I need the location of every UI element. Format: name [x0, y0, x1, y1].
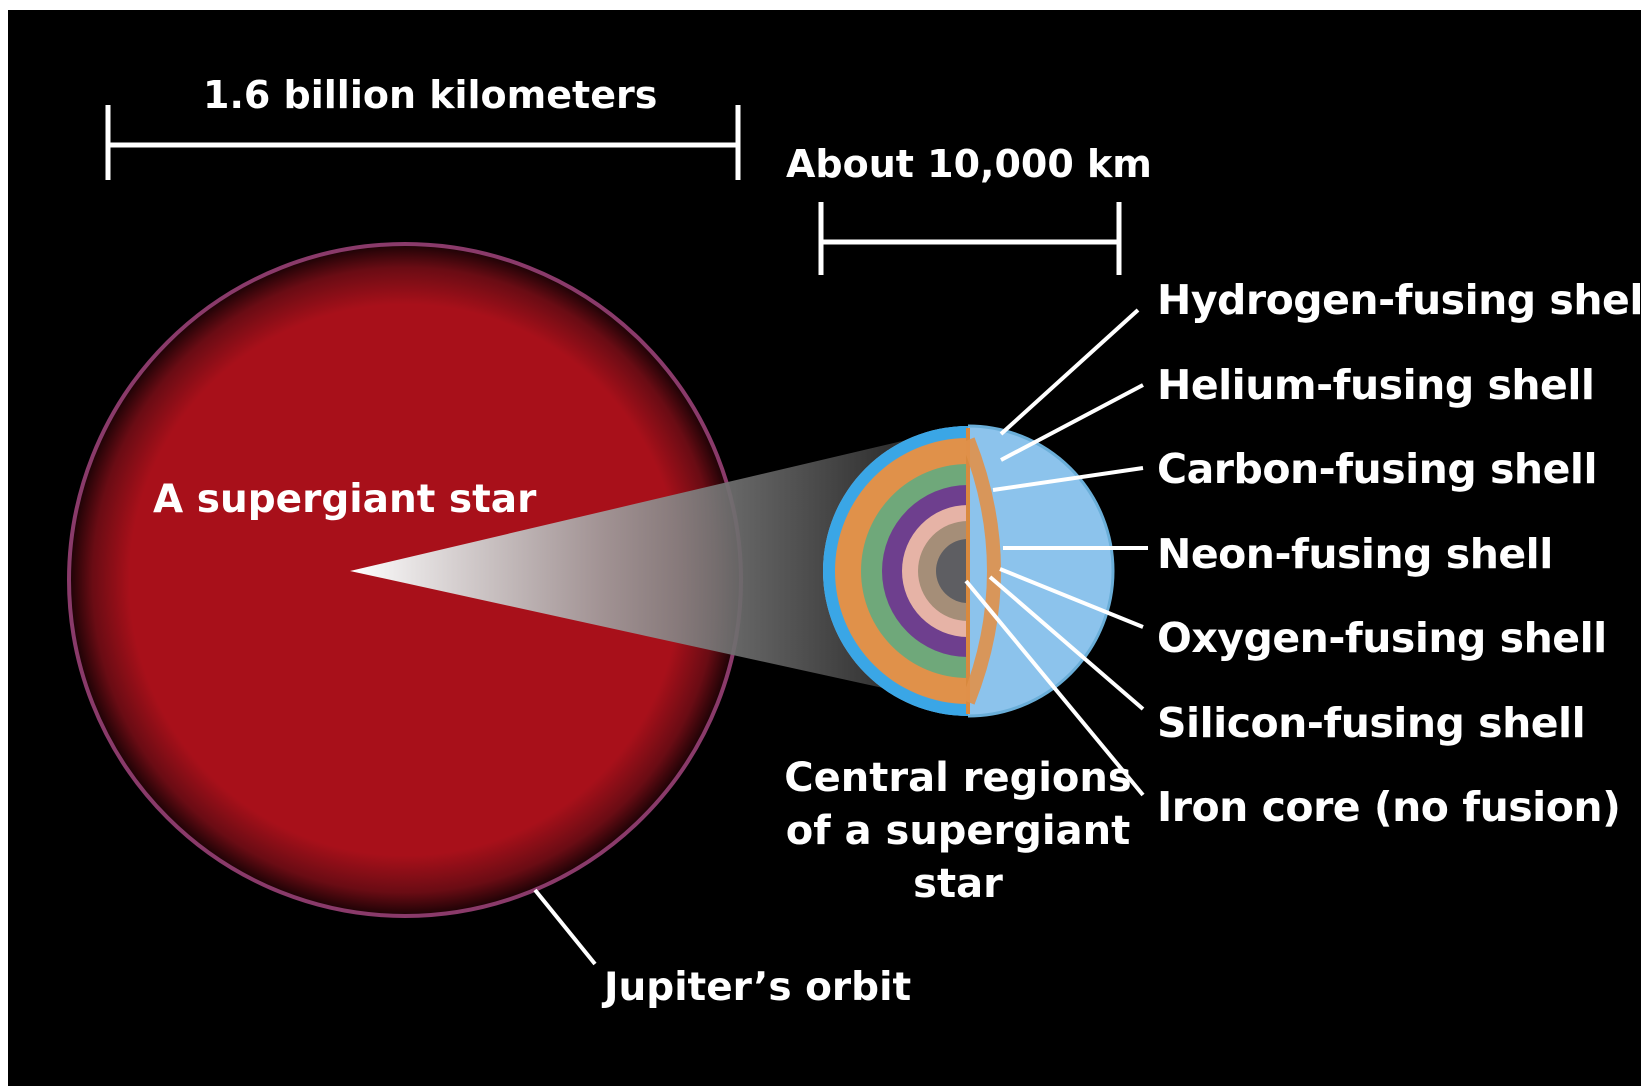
helium-label: Helium-fusing shell: [1157, 361, 1595, 409]
silicon-label: Silicon-fusing shell: [1157, 699, 1586, 747]
core-caption: Central regions of a supergiant star: [784, 755, 1132, 907]
zoom-cone: [350, 438, 915, 695]
leader-carbon: [992, 466, 1144, 492]
leader-jupiter-orbit: [533, 888, 597, 966]
large-scale-label: 1.6 billion kilometers: [203, 73, 658, 117]
leader-lines: [533, 308, 1148, 966]
carbon-label: Carbon-fusing shell: [1157, 445, 1598, 493]
oxygen-label: Oxygen-fusing shell: [1157, 614, 1607, 662]
supergiant-label: A supergiant star: [153, 477, 537, 522]
jupiter-orbit-label: Jupiter’s orbit: [604, 965, 912, 1010]
leader-iron: [964, 579, 1145, 797]
cut-face-bands: [961, 437, 1001, 705]
hydrogen-label: Hydrogen-fusing shell: [1157, 276, 1641, 324]
small-scale-bar: [818, 202, 1122, 275]
leader-helium: [1000, 383, 1144, 462]
large-scale-bar: [105, 105, 741, 180]
leader-hydrogen: [999, 308, 1140, 436]
small-scale-label: About 10,000 km: [786, 142, 1152, 186]
iron-core: [936, 539, 968, 603]
leader-oxygen: [999, 567, 1144, 629]
core-cross-section: [823, 424, 1115, 718]
neon-label: Neon-fusing shell: [1157, 530, 1553, 578]
leader-silicon: [988, 575, 1145, 711]
iron-label: Iron core (no fusion): [1157, 783, 1621, 831]
